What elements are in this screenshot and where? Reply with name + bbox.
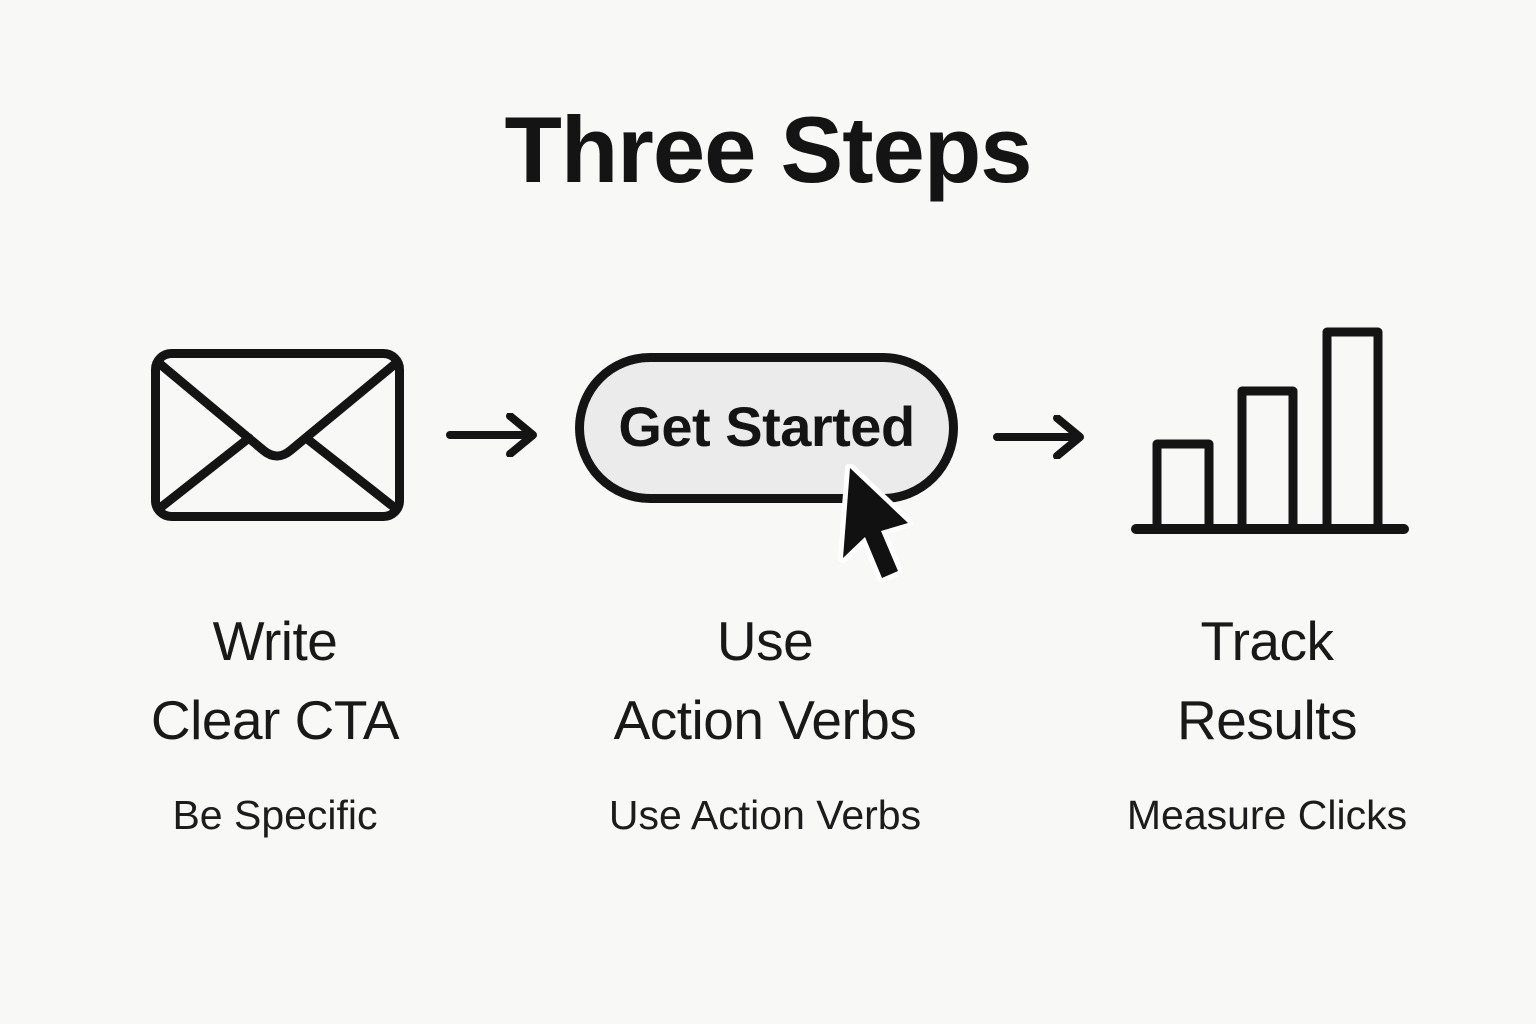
- step-2-title-line-2: Action Verbs: [613, 689, 917, 751]
- step-2-labels: Use Action Verbs Use Action Verbs: [555, 602, 975, 839]
- right-arrow-icon: [446, 413, 537, 457]
- get-started-button-label: Get Started: [618, 394, 915, 458]
- step-3-caption: Measure Clicks: [1126, 792, 1408, 838]
- step-1-caption: Be Specific: [172, 792, 378, 838]
- mouse-cursor-icon: [838, 464, 913, 583]
- step-3-title-line-1: Track: [1200, 610, 1334, 672]
- right-arrow-icon: [993, 415, 1084, 459]
- step-3-labels: Track Results Measure Clicks: [1057, 602, 1477, 839]
- ascending-bar-chart-icon: [1131, 327, 1409, 534]
- step-3-title-line-2: Results: [1177, 689, 1357, 751]
- step-2-caption: Use Action Verbs: [608, 792, 922, 838]
- page-title: Three Steps: [504, 97, 1032, 202]
- get-started-button[interactable]: Get Started: [575, 353, 958, 503]
- step-1-labels: Write Clear CTA Be Specific: [65, 602, 485, 839]
- step-1-title-line-2: Clear CTA: [150, 689, 400, 751]
- step-1-title-line-1: Write: [212, 610, 338, 672]
- step-2-title-line-1: Use: [716, 610, 814, 672]
- envelope-icon: [151, 349, 404, 521]
